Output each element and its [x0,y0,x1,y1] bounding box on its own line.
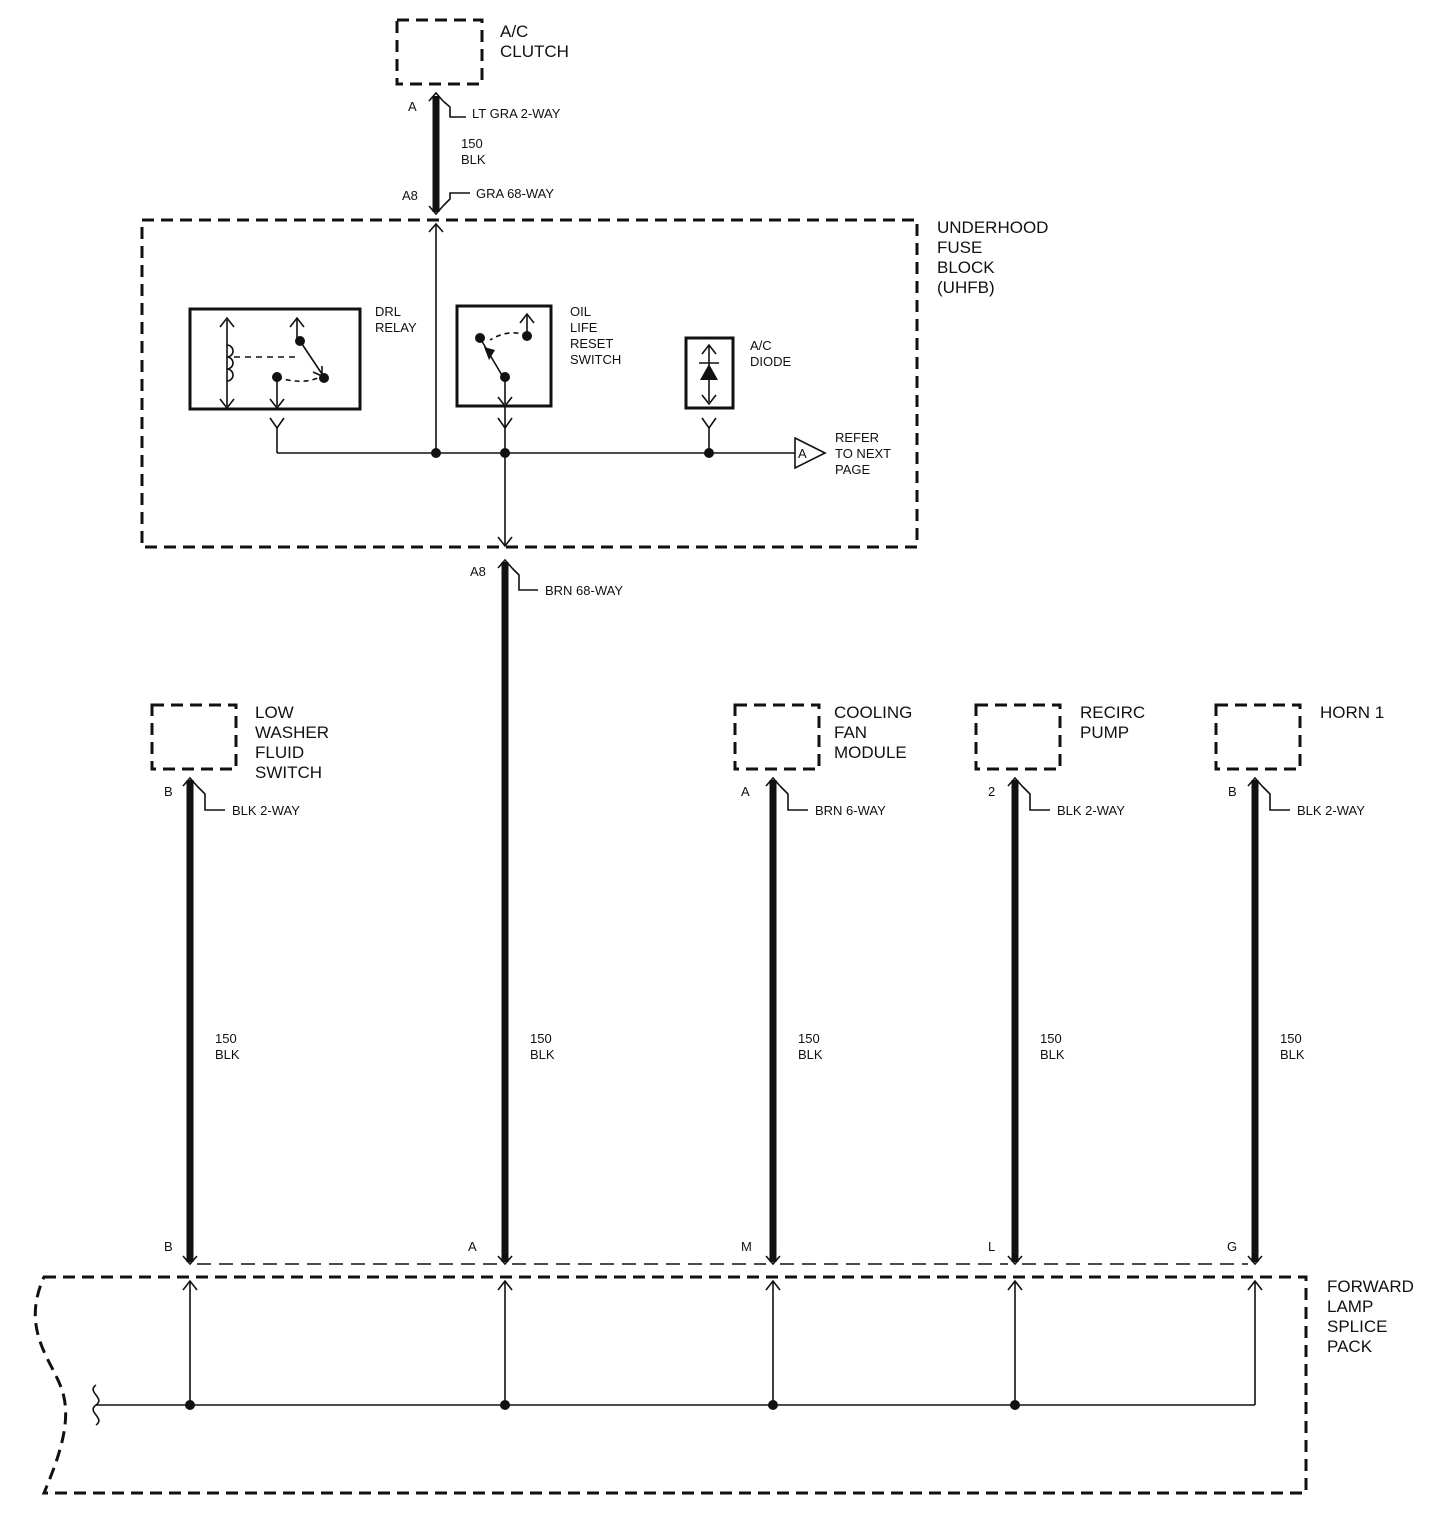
splice-pin-4: L [988,1239,995,1254]
splice-connector-row [182,1255,1263,1266]
oil-life-label-2: LIFE [570,320,598,335]
uhfb-bottom-connector: A8 BRN 68-WAY [470,558,623,598]
ac-clutch-pin: A [408,99,417,114]
low-washer-label-4: SWITCH [255,763,322,782]
oil-life-label-3: RESET [570,336,613,351]
low-washer-connector-label: BLK 2-WAY [232,803,300,818]
low-washer-pin: B [164,784,173,799]
splice-pin-5: G [1227,1239,1237,1254]
oil-life-label-1: OIL [570,304,591,319]
ac-clutch-component: A/C CLUTCH [395,18,569,86]
splice-pack-label-2: LAMP [1327,1297,1373,1316]
cooling-fan-wire-circuit: 150 [798,1031,820,1046]
splice-pack-label-4: PACK [1327,1337,1373,1356]
low-washer-label-1: LOW [255,703,294,722]
horn-wire-circuit: 150 [1280,1031,1302,1046]
ac-diode-label-2: DIODE [750,354,792,369]
drl-relay: DRL RELAY [188,304,417,411]
cooling-fan-wire-color: BLK [798,1047,823,1062]
horn-1: HORN 1 [1214,703,1384,771]
horn-label: HORN 1 [1320,703,1384,722]
drl-relay-label-2: RELAY [375,320,417,335]
ac-diode-label-1: A/C [750,338,772,353]
cooling-fan-label-3: MODULE [834,743,907,762]
splice-pin-2: A [468,1239,477,1254]
refer-label-2: TO NEXT [835,446,891,461]
splice-pack-label-3: SPLICE [1327,1317,1387,1336]
recirc-pump-label-1: RECIRC [1080,703,1145,722]
cooling-fan-label-1: COOLING [834,703,912,722]
oil-life-label-4: SWITCH [570,352,621,367]
uhfb-bottom-pin: A8 [470,564,486,579]
recirc-pump-label-2: PUMP [1080,723,1129,742]
uhfb-label-4: (UHFB) [937,278,995,297]
low-washer-wire-circuit: 150 [215,1031,237,1046]
ac-clutch-connector-label: LT GRA 2-WAY [472,106,561,121]
ac-clutch-label-1: A/C [500,22,528,41]
uhfb-wire-color: BLK [530,1047,555,1062]
drl-relay-label-1: DRL [375,304,401,319]
low-washer-label-2: WASHER [255,723,329,742]
cooling-fan-wire: A BRN 6-WAY 150 BLK M [741,776,886,1262]
refer-label-3: PAGE [835,462,870,477]
horn-connector-label: BLK 2-WAY [1297,803,1365,818]
recirc-pump: RECIRC PUMP [974,703,1145,771]
uhfb-label-3: BLOCK [937,258,995,277]
splice-pin-3: M [741,1239,752,1254]
ac-clutch-wire-circuit: 150 [461,136,483,151]
horn-wire-color: BLK [1280,1047,1305,1062]
forward-lamp-splice-pack: FORWARD LAMP SPLICE PACK [33,1275,1414,1495]
low-washer-wire: B BLK 2-WAY 150 BLK B [164,776,300,1262]
ac-clutch-wire: A LT GRA 2-WAY 150 BLK A8 GRA 68-WAY [402,91,561,216]
horn-wire: B BLK 2-WAY 150 BLK G [1227,776,1365,1262]
ac-clutch-label-2: CLUTCH [500,42,569,61]
recirc-pump-wire-color: BLK [1040,1047,1065,1062]
uhfb-top-connector-label: GRA 68-WAY [476,186,554,201]
uhfb-label-1: UNDERHOOD [937,218,1048,237]
cooling-fan-connector-label: BRN 6-WAY [815,803,886,818]
cooling-fan-pin: A [741,784,750,799]
low-washer-wire-color: BLK [215,1047,240,1062]
recirc-pump-connector-label: BLK 2-WAY [1057,803,1125,818]
recirc-pump-pin: 2 [988,784,995,799]
recirc-pump-wire: 2 BLK 2-WAY 150 BLK L [988,776,1125,1262]
uhfb-wire: 150 BLK A [468,562,555,1262]
ac-diode: A/C DIODE [684,336,792,410]
refer-letter: A [798,446,807,461]
ac-clutch-wire-color: BLK [461,152,486,167]
uhfb-bottom-connector-label: BRN 68-WAY [545,583,623,598]
splice-pin-1: B [164,1239,173,1254]
recirc-pump-wire-circuit: 150 [1040,1031,1062,1046]
horn-pin: B [1228,784,1237,799]
splice-pack-label-1: FORWARD [1327,1277,1414,1296]
low-washer-fluid-switch: LOW WASHER FLUID SWITCH [150,703,329,782]
refer-to-next-page: A REFER TO NEXT PAGE [794,430,891,477]
uhfb-top-pin: A8 [402,188,418,203]
low-washer-label-3: FLUID [255,743,304,762]
uhfb-wire-circuit: 150 [530,1031,552,1046]
refer-label-1: REFER [835,430,879,445]
uhfb-component: UNDERHOOD FUSE BLOCK (UHFB) DRL RELAY [140,218,1048,549]
cooling-fan-module: COOLING FAN MODULE [733,703,912,771]
oil-life-reset-switch: OIL LIFE RESET SWITCH [455,304,621,408]
cooling-fan-label-2: FAN [834,723,867,742]
uhfb-label-2: FUSE [937,238,982,257]
